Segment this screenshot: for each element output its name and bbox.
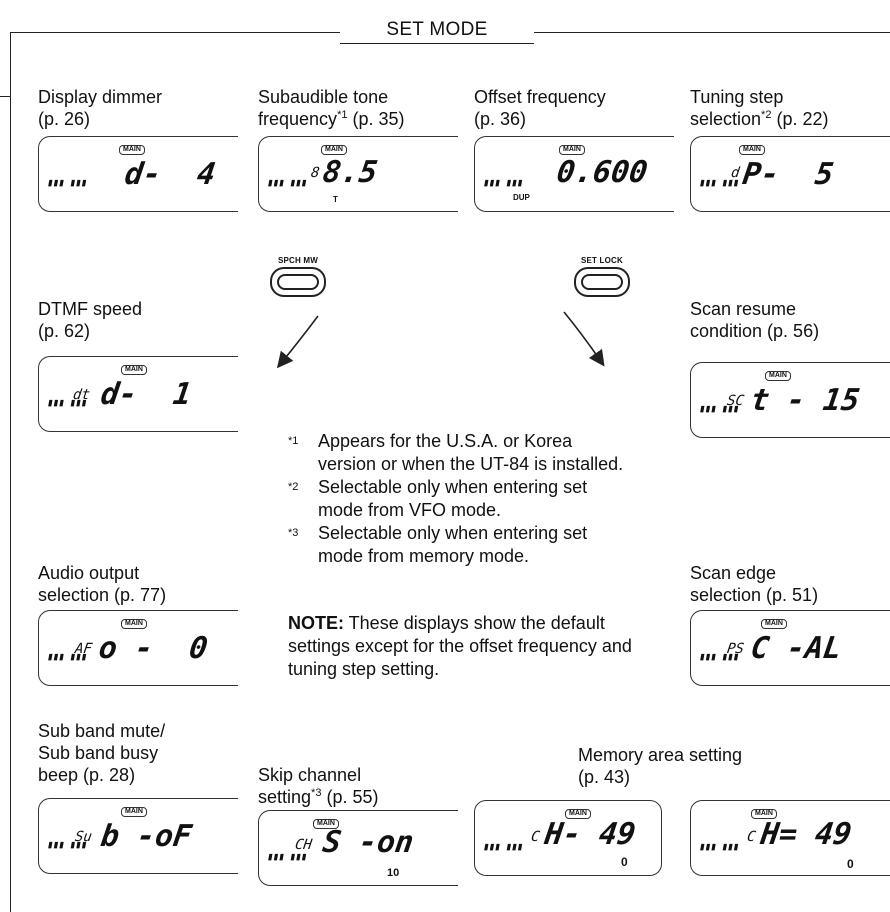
bar-icon: ▮▮▮ ▮▮▮ [265,850,308,863]
spch-mw-button: SPCH MW [270,256,326,297]
tone-label-text: Subaudible tone frequency [258,87,389,129]
main-tag: MAIN [751,809,777,819]
memory-area-digits-2: H= 49 [758,817,854,852]
step-footnote-mark: *2 [761,109,772,121]
tone-label-page: (p. 35) [347,109,405,129]
title-underline [340,43,534,44]
scan-edge-display: ▮▮▮ ▮▮▮ MAIN PS C -AL [690,610,890,686]
dtmf-prefix: dt [71,387,91,403]
spch-mw-caption: SPCH MW [277,256,319,265]
offset-display: ▮▮▮ ▮▮▮ MAIN 0.600 DUP [474,136,674,212]
main-tag: MAIN [765,371,791,381]
scan-edge-digits: C -AL [748,631,844,666]
footnote-2: *2 Selectable only when entering set mode… [288,476,628,522]
bar-icon: ▮▮▮ ▮▮▮ [481,840,524,853]
skip-label: Skip channel setting*3 (p. 55) [258,764,378,808]
tone-sub: T [333,195,338,204]
bar-icon: ▮▮▮ ▮▮▮ [697,840,740,853]
audio-label: Audio output selection (p. 77) [38,563,167,605]
subband-digits: b -oF [98,819,194,854]
main-tag: MAIN [121,807,147,817]
tone-display: ▮▮▮ ▮▮▮ MAIN 8 8.5 T [258,136,458,212]
subband-display: ▮▮▮ ▮▮▮ MAIN Su b -oF [38,798,238,874]
scan-edge-prefix: PS [725,641,745,657]
spch-mw-key [270,267,326,297]
memory-area-display-2: ▮▮▮ ▮▮▮ MAIN C H= 49 0 [690,800,890,876]
footnote-2-mark: *2 [288,481,299,493]
footnote-1-mark: *1 [288,435,299,447]
right-arrow [563,311,605,367]
offset-label: Offset frequency (p. 36) [474,87,606,129]
note-block: NOTE: These displays show the default se… [288,612,634,681]
dimmer-display: ▮▮▮ ▮▮▮ MAIN d- 4 [38,136,238,212]
footnote-3: *3 Selectable only when entering set mode… [288,522,628,568]
footnote-3-mark: *3 [288,527,299,539]
main-tag: MAIN [761,619,787,629]
skip-label-page: (p. 55) [321,787,379,807]
memory-area-label: Memory area setting (p. 43) [578,745,743,787]
main-tag: MAIN [565,809,591,819]
tone-label: Subaudible tone frequency*1 (p. 35) [258,86,405,130]
tone-footnote-mark: *1 [337,109,348,121]
set-lock-button: SET LOCK [574,256,630,297]
footnote-1: *1 Appears for the U.S.A. or Korea versio… [288,430,628,476]
audio-display: ▮▮▮ ▮▮▮ MAIN AF o - 0 [38,610,238,686]
main-tag: MAIN [121,365,147,375]
memory-area-display: ▮▮▮ ▮▮▮ MAIN C H- 49 0 [474,800,662,876]
title-text: SET MODE [386,19,488,40]
footnote-2-text: Selectable only when entering set mode f… [318,477,588,520]
main-tag: MAIN [121,619,147,629]
memory-area-sub: 0 [621,855,628,869]
subband-label: Sub band mute/ Sub band busy beep (p. 28… [38,721,166,785]
memory-area-digits: H- 49 [542,817,638,852]
footnotes: *1 Appears for the U.S.A. or Korea versio… [288,430,628,568]
set-lock-caption: SET LOCK [580,256,624,265]
scan-resume-prefix: SC [725,393,745,409]
arrows [276,311,605,369]
left-arrow [276,315,319,369]
memory-area-sub-2: 0 [847,857,854,871]
note-label: NOTE: [288,613,344,633]
dimmer-label: Display dimmer (p. 26) [38,87,163,129]
note-text: These displays show the default settings… [288,613,632,679]
main-tag: MAIN [321,145,347,155]
offset-sub: DUP [513,193,530,202]
step-label-text: Tuning step selection [690,87,784,129]
main-tag: MAIN [559,145,585,155]
page-title: SET MODE [340,16,534,44]
scan-resume-label: Scan resume condition (p. 56) [690,299,820,341]
step-label: Tuning step selection*2 (p. 22) [690,86,828,130]
memory-area-prefix-2: C [745,829,757,845]
skip-label-text: Skip channel setting [258,765,362,807]
main-tag: MAIN [739,145,765,155]
memory-area-prefix: C [529,829,541,845]
skip-sub: 10 [387,867,400,879]
scan-resume-display: ▮▮▮ ▮▮▮ MAIN SC t - 15 [690,362,890,438]
audio-prefix: AF [73,641,93,657]
skip-display: ▮▮▮ ▮▮▮ MAIN CH S -on 10 [258,810,458,886]
dtmf-display: ▮▮▮ ▮▮▮ MAIN dt d- 1 [38,356,238,432]
scan-edge-label: Scan edge selection (p. 51) [690,563,819,605]
skip-digits: S -on [320,825,416,860]
step-label-page: (p. 22) [771,109,829,129]
footnote-3-text: Selectable only when entering set mode f… [318,523,588,566]
main-tag: MAIN [313,819,339,829]
dtmf-label: DTMF speed (p. 62) [38,299,143,341]
set-lock-key [574,267,630,297]
skip-footnote-mark: *3 [311,787,322,799]
skip-prefix: CH [293,837,313,853]
scan-resume-digits: t - 15 [748,383,862,418]
left-edge-tick [0,96,10,97]
audio-digits: o - 0 [96,631,210,666]
subband-prefix: Su [73,829,93,845]
main-tag: MAIN [119,145,145,155]
footnote-1-text: Appears for the U.S.A. or Korea version … [318,431,624,474]
step-display: ▮▮▮ ▮▮▮ MAIN d P- 5 [690,136,890,212]
dtmf-digits: d- 1 [98,377,194,412]
